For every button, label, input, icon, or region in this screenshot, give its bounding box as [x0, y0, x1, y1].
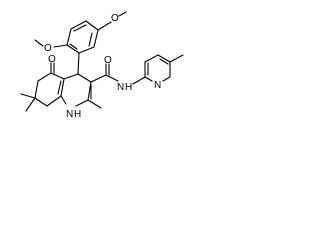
bond — [34, 39, 44, 47]
chemical-structure-diagram: O O O N H O N H — [20, 11, 184, 120]
bond — [162, 76, 171, 82]
atom-label-n-pyridine: N — [154, 80, 161, 91]
atom-label-h-amide: H — [125, 82, 132, 93]
cyclohexenone-ring — [34, 72, 65, 107]
bond — [53, 44, 68, 48]
bond — [60, 78, 65, 97]
bond — [105, 74, 119, 82]
bond — [50, 72, 65, 80]
bond — [60, 95, 67, 105]
atom-label-o-methoxy-top: O — [111, 13, 119, 24]
bond — [169, 54, 184, 63]
bond — [46, 95, 62, 107]
bond — [144, 54, 159, 63]
bond — [69, 43, 78, 50]
bond — [77, 52, 80, 75]
atom-label-o-ketone: O — [48, 54, 56, 65]
bond — [97, 21, 112, 31]
bond — [85, 20, 99, 31]
bond — [90, 74, 107, 83]
bond — [25, 97, 36, 112]
bond — [66, 28, 72, 46]
bond — [73, 24, 87, 32]
atom-label-o-methoxy-left: O — [44, 43, 52, 54]
bond — [88, 32, 93, 47]
bond — [87, 99, 102, 109]
bond — [118, 11, 127, 17]
bond — [63, 73, 79, 80]
bond — [159, 58, 169, 65]
bond — [70, 20, 87, 30]
bond — [78, 46, 95, 54]
bond — [144, 76, 153, 82]
bond — [57, 80, 62, 95]
atom-label-n-ring: N — [66, 109, 73, 120]
bond — [34, 97, 48, 107]
atom-label-h-ring: H — [74, 109, 81, 120]
bond — [77, 73, 92, 83]
dihydropyridine-ring — [60, 73, 92, 107]
dimethoxyphenyl-ring — [66, 20, 99, 54]
methylpyridine-ring — [144, 54, 171, 82]
bond — [132, 76, 146, 85]
bond — [93, 29, 99, 48]
atom-label-n-amide: N — [117, 82, 124, 93]
bond — [34, 80, 39, 99]
bond — [20, 93, 36, 99]
bond — [66, 44, 80, 54]
atom-label-o-amide: O — [104, 55, 112, 66]
bond — [157, 54, 171, 63]
bond — [75, 99, 89, 107]
bond — [37, 72, 52, 82]
